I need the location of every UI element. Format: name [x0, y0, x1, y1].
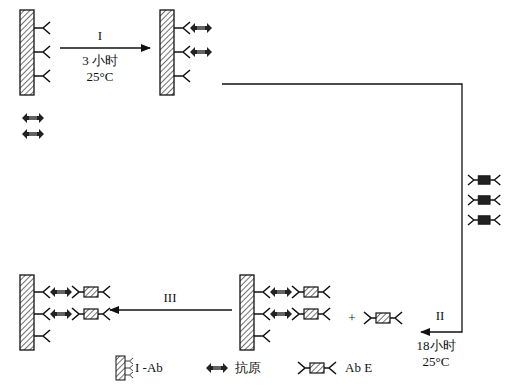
- antibody-symbol: [34, 286, 50, 298]
- step-number: II: [435, 308, 446, 324]
- antibody-symbol: [34, 46, 50, 58]
- legend-text: Ab E: [344, 360, 373, 376]
- antigen-symbol: [50, 287, 72, 297]
- antibody-symbol: [34, 70, 50, 82]
- legend-antigen-sample: [206, 363, 228, 373]
- enzyme-antibody-symbol: [292, 308, 330, 320]
- solid-phase-plate: [20, 275, 34, 350]
- legend-text: I -Ab: [134, 360, 164, 376]
- antibody-symbol: [34, 330, 50, 342]
- step-arrow: [60, 47, 150, 48]
- enzyme-antibody-symbol: [468, 195, 500, 205]
- step-temperature: 25°C: [86, 69, 115, 85]
- antigen-symbol: [270, 309, 292, 319]
- antigen-symbol: [22, 129, 44, 139]
- enzyme-antibody-symbol: [468, 175, 500, 185]
- solid-phase-plate: [240, 275, 254, 350]
- step-temperature: 25°C: [422, 354, 451, 370]
- antibody-symbol: [254, 308, 270, 320]
- enzyme-antibody-symbol: [468, 215, 500, 225]
- plus-sign: +: [347, 310, 356, 326]
- enzyme-antibody-symbol: [72, 286, 110, 298]
- antibody-symbol: [254, 286, 270, 298]
- legend-antibody-sample: [125, 372, 133, 378]
- step-arrow: [110, 309, 232, 310]
- antigen-symbol: [190, 47, 212, 57]
- legend-text: 抗原: [234, 360, 262, 376]
- legend-antibody-sample: [125, 365, 133, 371]
- step-number: III: [163, 290, 178, 306]
- enzyme-antibody-symbol: [72, 308, 110, 320]
- legend-plate-sample: [116, 356, 125, 380]
- step-time: 18小时: [416, 338, 457, 354]
- solid-phase-plate: [20, 10, 34, 95]
- antibody-symbol: [34, 22, 50, 34]
- antibody-symbol: [174, 22, 190, 34]
- antibody-symbol: [254, 330, 270, 342]
- solid-phase-plate: [160, 10, 174, 95]
- legend-antibody-sample: [125, 358, 133, 364]
- antibody-symbol: [174, 46, 190, 58]
- step-arrow: [222, 84, 462, 332]
- antibody-symbol: [34, 308, 50, 320]
- step-time: 3 小时: [81, 53, 119, 69]
- antibody-symbol: [174, 70, 190, 82]
- step-number: I: [97, 28, 103, 44]
- enzyme-antibody-symbol: [292, 286, 330, 298]
- antigen-symbol: [50, 309, 72, 319]
- enzyme-antibody-symbol: [364, 312, 402, 324]
- antigen-symbol: [190, 23, 212, 33]
- legend-enzyme-antibody-sample: [298, 362, 336, 374]
- antigen-symbol: [22, 113, 44, 123]
- antigen-symbol: [270, 287, 292, 297]
